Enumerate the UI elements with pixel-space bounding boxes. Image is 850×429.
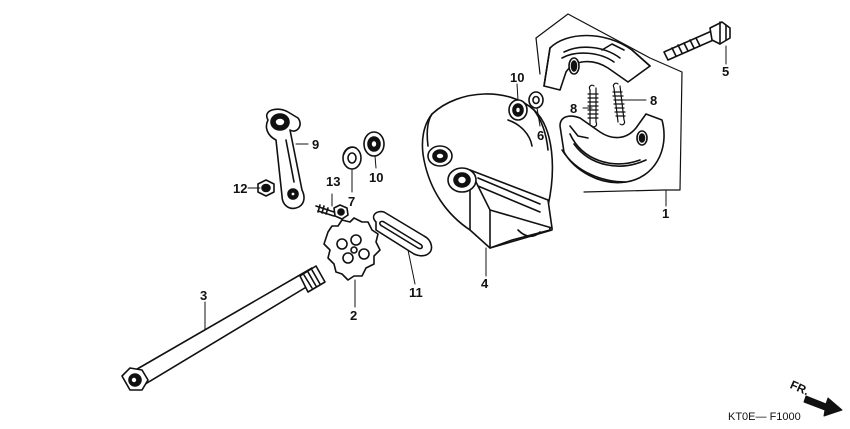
link-plate-part [372, 210, 433, 257]
callout-10-upper: 10 [510, 70, 524, 85]
callout-10-lower: 10 [369, 170, 383, 185]
return-spring-part [612, 82, 626, 126]
brake-arm-part [265, 108, 305, 210]
drawing-code: KT0E— F1000 [728, 411, 801, 423]
brake-shoe-lower-part [559, 113, 665, 184]
callout-9: 9 [312, 137, 319, 152]
front-direction-label: FR. [788, 378, 811, 399]
brake-panel-part [421, 93, 554, 249]
washer-part [342, 146, 362, 170]
callout-3: 3 [200, 288, 207, 303]
pivot-bolt-part [663, 21, 731, 61]
axle-part [121, 265, 326, 391]
nut-part [257, 179, 275, 197]
callout-labels: 1 2 3 4 5 6 7 8 8 9 10 10 11 12 13 [200, 64, 729, 323]
callout-12: 12 [233, 181, 247, 196]
dust-seal-part [363, 131, 385, 157]
callout-6: 6 [537, 128, 544, 143]
callout-2: 2 [350, 308, 357, 323]
callout-11: 11 [409, 285, 423, 300]
callout-8-left: 8 [570, 101, 577, 116]
bolt-part [315, 204, 349, 220]
washer-part [528, 91, 544, 109]
front-arrow-icon [803, 395, 843, 417]
brake-shoe-upper-part [543, 34, 651, 91]
return-spring-part [587, 84, 599, 128]
brake-shoe-group-outline [535, 13, 683, 193]
callout-1: 1 [662, 206, 669, 221]
callout-8-right: 8 [650, 93, 657, 108]
callout-4: 4 [481, 276, 489, 291]
callout-13: 13 [326, 174, 340, 189]
callout-7: 7 [348, 194, 355, 209]
callout-5: 5 [722, 64, 729, 79]
leader-lines [204, 45, 727, 331]
sprocket-part [323, 217, 381, 281]
seal-part [508, 99, 528, 121]
